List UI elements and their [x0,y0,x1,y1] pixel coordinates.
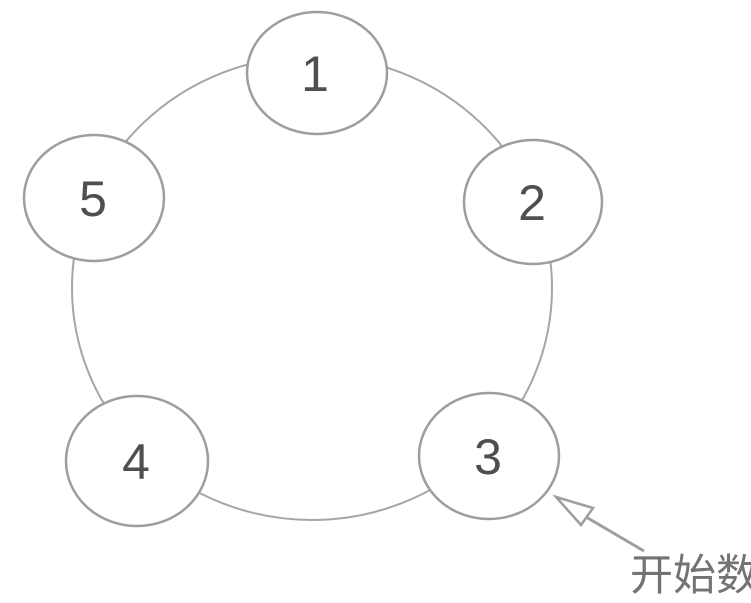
pointer-arrow [552,494,645,553]
node-2-circle [462,138,604,266]
node-4: 4 [64,394,210,528]
node-1-circle [245,10,389,136]
node-4-label: 4 [122,434,150,490]
node-3: 3 [417,391,561,521]
node-5-circle [22,133,166,263]
arrowhead-icon [552,494,596,528]
node-5: 5 [22,133,166,263]
node-3-label: 3 [474,429,502,485]
node-2-label: 2 [518,175,546,231]
node-5-label: 5 [79,171,107,227]
arrow-shaft [585,515,645,553]
node-3-circle [417,391,561,521]
node-1-label: 1 [301,46,329,102]
node-2: 2 [462,138,604,266]
node-4-circle [64,394,210,528]
annotation-label: 开始数 [630,552,751,600]
node-1: 1 [245,10,389,136]
